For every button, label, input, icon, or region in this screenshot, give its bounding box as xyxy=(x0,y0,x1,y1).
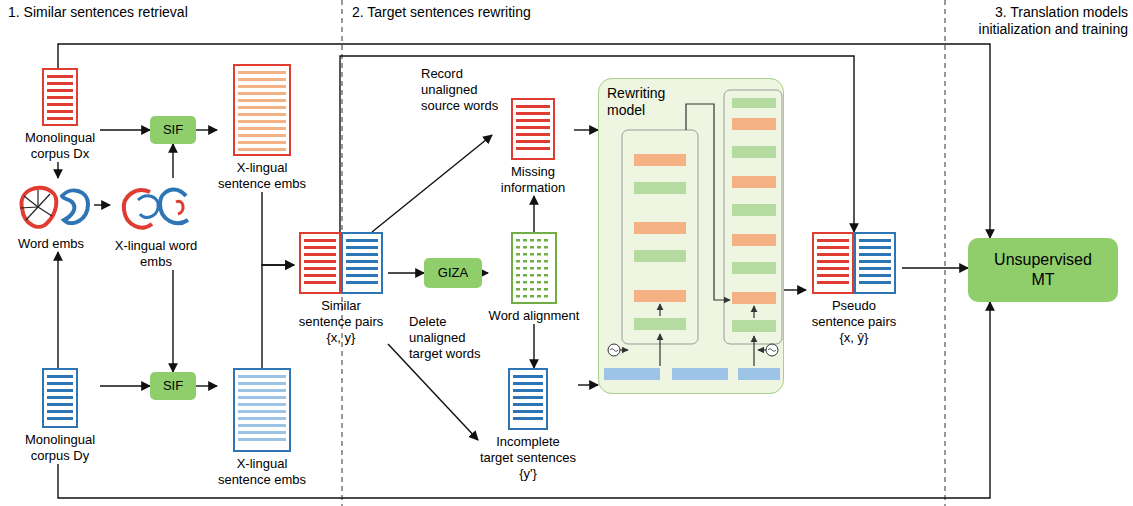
connector-arrow xyxy=(172,270,173,372)
node-text: Monolingual corpus Dx xyxy=(20,130,100,162)
section-heading: 3. Translation models initialization and… xyxy=(950,4,1128,38)
connector-arrow xyxy=(57,162,58,178)
edge-label: Delete unaligned target words xyxy=(408,314,490,362)
connector-arrow xyxy=(100,129,150,130)
node-text: SIF xyxy=(163,122,183,138)
section-divider xyxy=(944,0,945,506)
document-icon xyxy=(42,368,78,428)
connector-arrow xyxy=(262,265,294,368)
node-text: Word embs xyxy=(8,236,94,252)
connector-arrow xyxy=(784,289,806,290)
section-heading: 2. Target sentences rewriting xyxy=(352,4,652,21)
model-box: Rewriting model xyxy=(598,78,784,394)
node-text: X-lingual word embs xyxy=(110,238,202,270)
alignment-document: Word alignment xyxy=(488,232,580,324)
embedding-figure: X-lingual word embs xyxy=(110,178,202,270)
node-text: Similar sentence pairs {x, y} xyxy=(294,298,388,346)
embedding-figure: Word embs xyxy=(8,178,94,252)
connector-arrow xyxy=(340,56,854,232)
connector-arrow xyxy=(172,144,173,178)
pair-document: Pseudo sentence pairs {x, ŷ} xyxy=(806,232,902,346)
rewriting-model-illustration xyxy=(604,90,782,380)
embedding-document: X-lingual sentence embs xyxy=(217,64,307,192)
document-icon xyxy=(508,368,548,430)
figure-space xyxy=(110,178,202,238)
connector-arrow xyxy=(902,267,968,268)
document-icon xyxy=(233,64,291,156)
document-icon xyxy=(511,98,555,160)
node-text: Monolingual corpus Dy xyxy=(20,432,100,464)
rewriting-model-ground xyxy=(598,78,784,394)
connector-arrow xyxy=(262,192,294,265)
figure-space xyxy=(8,178,94,236)
word-embedding-blobs xyxy=(20,188,188,228)
connector-arrow xyxy=(58,44,990,238)
process-box: SIF xyxy=(150,116,196,144)
node-text: X-lingual sentence embs xyxy=(217,160,307,192)
corpus-document: Monolingual corpus Dx xyxy=(20,68,100,162)
document-icon xyxy=(299,232,383,294)
node-text: Word alignment xyxy=(488,308,580,324)
connector-arrow xyxy=(388,272,424,273)
process-box: SIF xyxy=(150,372,196,400)
connector-arrow xyxy=(533,196,534,232)
document-icon xyxy=(233,368,291,452)
section-heading: 1. Similar sentences retrieval xyxy=(8,4,338,21)
process-box: Unsupervised MT xyxy=(968,238,1118,302)
connector-arrow xyxy=(196,129,217,130)
node-text: GIZA xyxy=(438,265,468,281)
edge-label: Record unaligned source words xyxy=(420,66,506,114)
connector-arrow xyxy=(533,324,534,368)
document-icon xyxy=(511,232,557,304)
node-text: Pseudo sentence pairs {x, ŷ} xyxy=(806,298,902,346)
node-text: X-lingual sentence embs xyxy=(217,456,307,488)
node-text: Rewriting model xyxy=(607,85,677,119)
node-text: Missing information xyxy=(492,164,574,196)
node-text: Unsupervised MT xyxy=(988,250,1098,290)
connector-arrow xyxy=(578,384,598,385)
document-icon xyxy=(42,68,78,126)
node-text: Incomplete target sentences {y'} xyxy=(478,434,578,482)
connector-arrow xyxy=(574,129,598,130)
connector-arrow xyxy=(57,252,58,368)
embedding-document: X-lingual sentence embs xyxy=(217,368,307,488)
pair-document: Similar sentence pairs {x, y} xyxy=(294,232,388,346)
target-document: Incomplete target sentences {y'} xyxy=(478,368,578,482)
connector-arrow xyxy=(196,385,217,386)
connector-arrow xyxy=(482,272,488,273)
corpus-document: Monolingual corpus Dy xyxy=(20,368,100,464)
document-icon xyxy=(812,232,896,294)
node-text: SIF xyxy=(163,378,183,394)
connector-arrow xyxy=(94,204,110,205)
process-box: GIZA xyxy=(424,258,482,288)
connector-arrow xyxy=(372,135,492,232)
connector-arrow xyxy=(100,385,150,386)
